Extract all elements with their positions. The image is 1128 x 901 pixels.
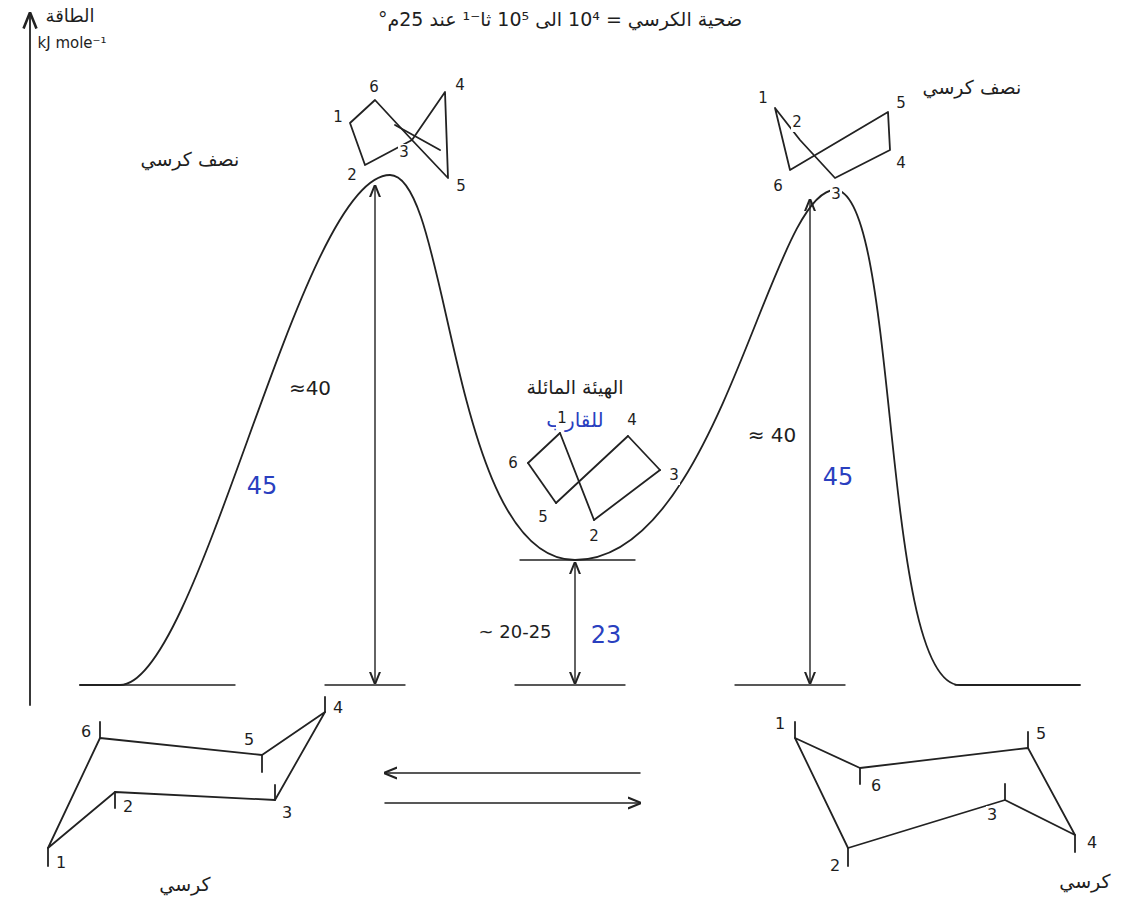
atom-number: 4 xyxy=(626,412,638,429)
unit-label: kJ mole⁻¹ xyxy=(37,35,108,52)
atom-number: 6 xyxy=(368,79,380,96)
atom-number: 5 xyxy=(455,178,467,195)
axis-label: الطاقة xyxy=(45,6,96,27)
atom-number: 6 xyxy=(507,455,519,472)
atom-number: 1 xyxy=(332,109,344,126)
energy-gap-arrow xyxy=(374,186,375,683)
energy-gap-arrow xyxy=(809,200,810,683)
energy-curve xyxy=(80,175,1080,685)
equilibrium-arrow xyxy=(385,772,640,774)
atom-number: 2 xyxy=(791,114,803,131)
atom-number: 5 xyxy=(537,509,549,526)
twist-boat-structure xyxy=(528,433,660,520)
rate-note: ضحية الكرسي = 10⁴ الى 10⁵ ثا⁻¹ عند 25م° xyxy=(377,9,743,31)
atom-number: 6 xyxy=(772,178,784,195)
atom-number: 3 xyxy=(668,467,680,484)
atom-number: 4 xyxy=(1086,834,1098,852)
atom-number: 1 xyxy=(757,90,769,107)
chair-structure xyxy=(795,722,1075,866)
chair-structure xyxy=(48,697,325,866)
atom-number: 1 xyxy=(556,410,568,427)
atom-number: 3 xyxy=(398,144,410,161)
energy-value: 45 xyxy=(246,473,279,501)
energy-gap-arrow xyxy=(574,563,575,683)
conformation-name: نصف كرسي xyxy=(140,149,241,171)
baselines xyxy=(80,560,1075,685)
conformation-name: الهيئة المائلة xyxy=(525,377,624,399)
conformation-name: كرسي xyxy=(158,874,211,896)
energy-value: ~ 20-25 xyxy=(477,622,552,643)
energy-value: ≈ 40 xyxy=(747,424,798,447)
atom-number: 1 xyxy=(774,715,786,733)
energy-value: 45 xyxy=(822,464,855,492)
atom-number: 4 xyxy=(454,77,466,94)
atom-number: 3 xyxy=(281,804,293,822)
equilibrium-arrow xyxy=(385,802,640,804)
atom-number: 4 xyxy=(332,699,344,717)
energy-value: ≈40 xyxy=(288,377,332,400)
atom-number: 6 xyxy=(80,723,92,741)
atom-number: 2 xyxy=(122,798,134,816)
atom-number: 5 xyxy=(895,95,907,112)
atom-number: 3 xyxy=(986,806,998,824)
energy-value: 23 xyxy=(590,622,623,650)
atom-number: 3 xyxy=(830,186,842,203)
atom-number: 1 xyxy=(55,854,67,872)
energy-axis xyxy=(29,14,31,705)
atom-number: 2 xyxy=(346,167,358,184)
conformation-name: كرسي xyxy=(1058,871,1111,893)
half-chair-structure xyxy=(350,92,448,178)
conformation-name: للقارب xyxy=(545,409,604,432)
atom-number: 2 xyxy=(829,857,841,875)
atom-number: 5 xyxy=(1035,725,1047,743)
half-chair-structure xyxy=(775,108,890,178)
atom-number: 4 xyxy=(895,155,907,172)
atom-number: 5 xyxy=(243,731,255,749)
conformation-name: نصف كرسي xyxy=(922,77,1023,99)
atom-number: 6 xyxy=(870,777,882,795)
atom-number: 2 xyxy=(588,528,600,545)
